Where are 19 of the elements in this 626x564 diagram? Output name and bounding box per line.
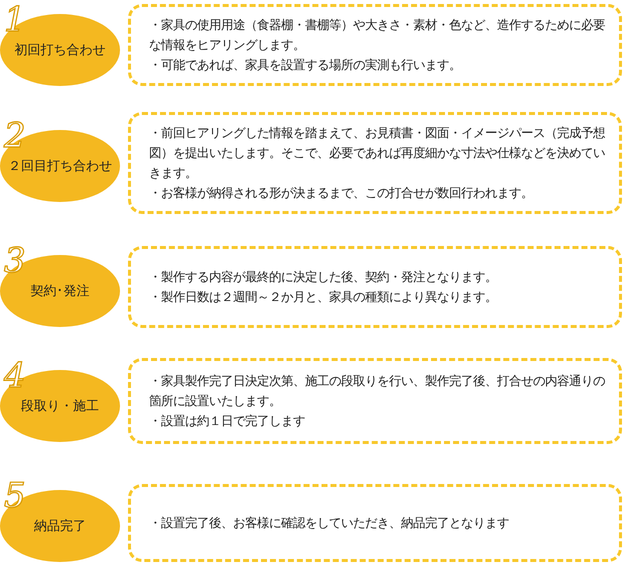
step-title: ２回目打ち合わせ [7, 158, 113, 176]
bullet-text: ・設置は約１日で完了します [149, 413, 306, 430]
description-box [128, 112, 622, 214]
step-title: 契約･発注 [30, 282, 90, 300]
description-box [128, 358, 622, 444]
description-box [128, 246, 622, 328]
bullet-text: ・可能であれば、家具を設置する場所の実測も行います。 [149, 57, 462, 74]
bullet-text: ・家具製作完了日決定次第、施工の段取りを行い、製作完了後、打合せの内容通りの箇所に設置いたします。 [149, 373, 605, 410]
bullet-text: ・設置完了後、お客様に確認をしていただき、納品完了となります [149, 515, 510, 532]
bullet-text: ・製作日数は２週間～２か月と、家具の種類により異なります。 [149, 289, 498, 306]
description-box [128, 4, 622, 86]
bullet-text: ・家具の使用用途（食器棚・書棚等）や大きさ・素材・色など、造作するために必要な情報をヒアリングします。 [149, 17, 605, 54]
bullet-text: ・お客様が納得される形が決まるまで、この打合せが数回行われます。 [149, 185, 534, 202]
step-title: 初回打ち合わせ [14, 42, 106, 60]
bullet-text: ・前回ヒアリングした情報を踏まえて、お見積書・図面・イメージパース（完成予想図）を提出いたします。そこで、必要であれば再度細かな寸法や仕様などを決めていきます。 [149, 125, 605, 182]
step-title: 段取り・施工 [20, 398, 100, 416]
step-title: 納品完了 [33, 518, 87, 536]
bullet-text: ・製作する内容が最終的に決定した後、契約・発注となります。 [149, 269, 498, 286]
description-box [128, 484, 622, 562]
